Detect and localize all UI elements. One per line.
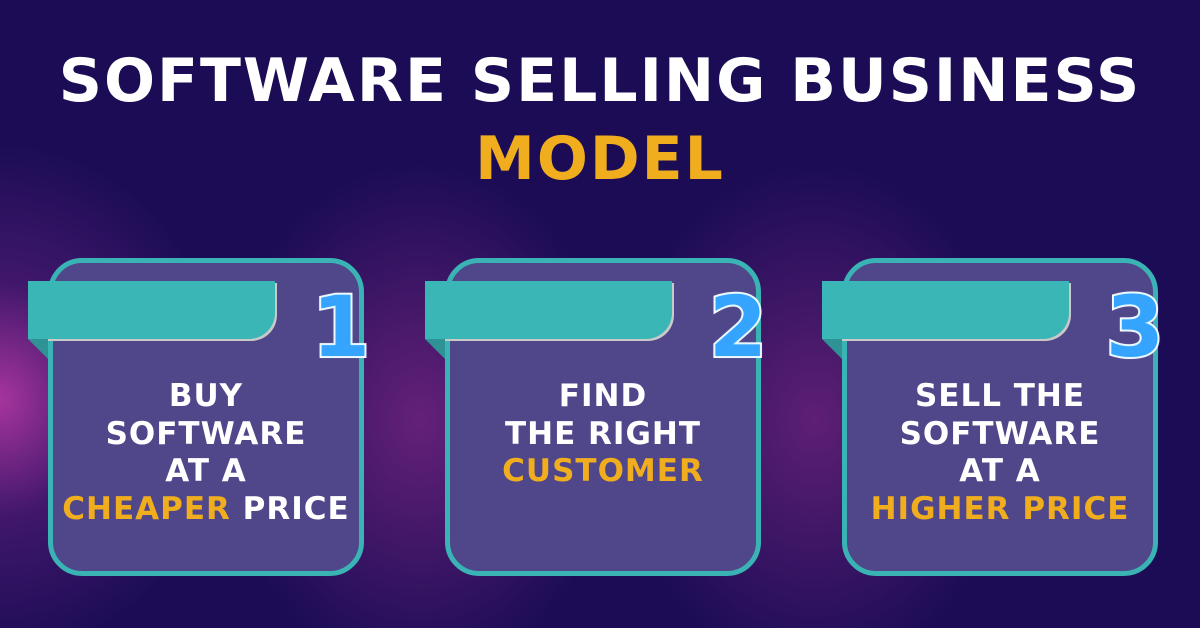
text-segment: THE RIGHT (505, 415, 701, 452)
step-text-line: BUY (48, 378, 364, 416)
text-segment: AT A (165, 453, 247, 489)
step-text-line: CHEAPER PRICE (48, 491, 364, 529)
step-number-icon: 2 (707, 276, 769, 378)
step-ribbon (425, 281, 672, 339)
highlighted-text: CHEAPER (62, 490, 231, 527)
text-segment: SOFTWARE (105, 415, 307, 452)
ribbon-fold (822, 339, 842, 359)
text-segment: FIND (558, 378, 648, 414)
step-text-line: SOFTWARE (842, 416, 1158, 454)
step-number-icon: 3 (1104, 276, 1166, 378)
step-text-line: SOFTWARE (48, 416, 364, 454)
step-text-line: AT A (842, 453, 1158, 491)
highlighted-text: CUSTOMER (502, 453, 704, 489)
step-text-line: FIND (445, 378, 761, 416)
ribbon-fold (28, 339, 48, 359)
text-segment: SELL THE (914, 378, 1086, 414)
step-text-line: AT A (48, 453, 364, 491)
step-text-line: CUSTOMER (445, 453, 761, 491)
title-line-2: MODEL (475, 124, 725, 194)
step-text-line: THE RIGHT (445, 416, 761, 454)
step-ribbon (822, 281, 1069, 339)
step-text-line: SELL THE (842, 378, 1158, 416)
highlighted-text: HIGHER PRICE (870, 490, 1130, 527)
text-segment: SOFTWARE (899, 415, 1101, 452)
text-segment: AT A (959, 453, 1041, 489)
ribbon-fold (425, 339, 445, 359)
step-number-icon: 1 (310, 276, 372, 378)
step-text-line: HIGHER PRICE (842, 491, 1158, 529)
text-segment: BUY (168, 378, 244, 414)
step-ribbon (28, 281, 275, 339)
text-segment: PRICE (230, 490, 350, 527)
title-line-1: SOFTWARE SELLING BUSINESS (58, 46, 1142, 116)
